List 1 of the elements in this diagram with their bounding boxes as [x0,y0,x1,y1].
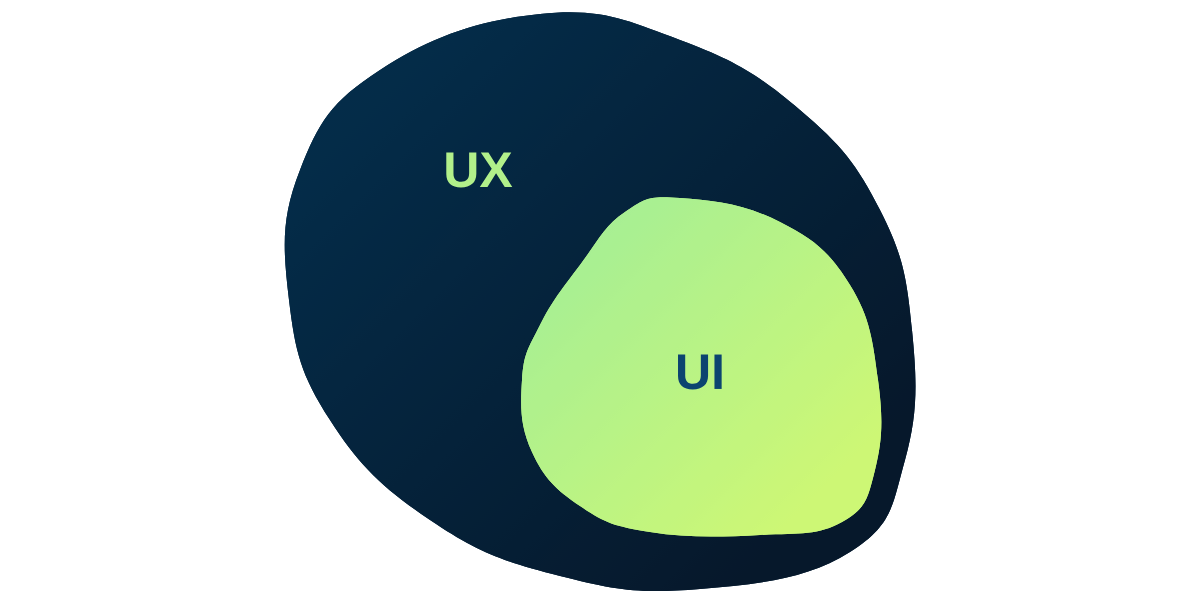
inner-blob: UI [521,197,882,537]
